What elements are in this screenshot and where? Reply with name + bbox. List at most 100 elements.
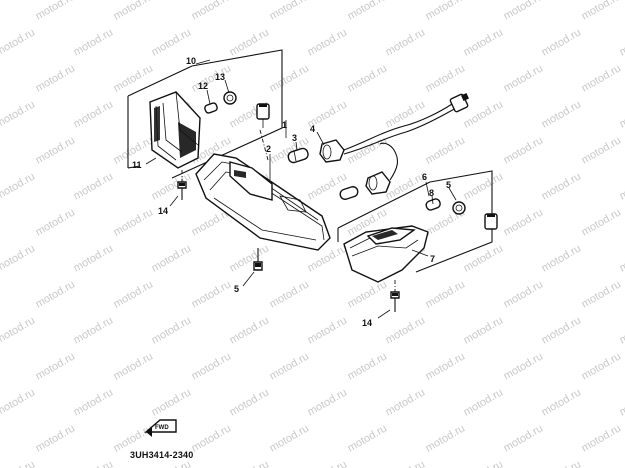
- watermark-text: motod.ru: [618, 26, 625, 58]
- watermark-text: motod.ru: [618, 98, 625, 130]
- watermark-text: motod.ru: [618, 242, 625, 274]
- watermark-text: motod.ru: [34, 350, 78, 382]
- watermark-text: motod.ru: [502, 350, 546, 382]
- watermark-text: motod.ru: [34, 278, 78, 310]
- watermark-text: motod.ru: [346, 278, 390, 310]
- watermark-text: motod.ru: [540, 386, 584, 418]
- watermark-text: motod.ru: [150, 26, 194, 58]
- watermark-text: motod.ru: [228, 314, 272, 346]
- watermark-text: motod.ru: [150, 242, 194, 274]
- watermark-text: motod.ru: [306, 26, 350, 58]
- watermark-text: motod.ru: [268, 62, 312, 94]
- watermark-text: motod.ru: [384, 26, 428, 58]
- watermark-text: motod.ru: [72, 26, 116, 58]
- watermark-text: motod.ru: [72, 314, 116, 346]
- watermark-text: motod.ru: [190, 278, 234, 310]
- bulb-8: [339, 186, 359, 200]
- watermark-text: motod.ru: [268, 422, 312, 454]
- watermark-text: motod.ru: [462, 458, 506, 468]
- watermark-text: motod.ru: [190, 422, 234, 454]
- watermark-text: motod.ru: [580, 62, 624, 94]
- screw-5: [253, 248, 263, 271]
- watermark-text: motod.ru: [190, 0, 234, 23]
- watermark-text: motod.ru: [72, 170, 116, 202]
- watermark-text: motod.ru: [540, 26, 584, 58]
- callout-3: 3: [292, 133, 297, 143]
- watermark-text: motod.ru: [228, 458, 272, 468]
- watermark-text: motod.ru: [618, 314, 625, 346]
- watermark-text: motod.ru: [268, 350, 312, 382]
- watermark-text: motod.ru: [346, 350, 390, 382]
- leader-lines: [145, 59, 457, 319]
- part-code: 3UH3414-2340: [130, 450, 193, 460]
- watermark-text: motod.ru: [0, 26, 37, 58]
- watermark-text: motod.ru: [384, 314, 428, 346]
- watermark-text: motod.ru: [34, 422, 78, 454]
- watermark-text: motod.ru: [502, 278, 546, 310]
- turn-signal-lens: [343, 225, 429, 283]
- watermark-text: motod.ru: [112, 206, 156, 238]
- watermark-text: motod.ru: [462, 314, 506, 346]
- watermark-text: motod.ru: [72, 242, 116, 274]
- watermark-text: motod.ru: [346, 134, 390, 166]
- watermark-text: motod.ru: [618, 458, 625, 468]
- watermark-text: motod.ru: [580, 206, 624, 238]
- watermark-text: motod.ru: [384, 386, 428, 418]
- bulb-8-lower: [425, 198, 441, 211]
- callout-11: 11: [132, 160, 142, 170]
- watermark-text: motod.ru: [424, 350, 468, 382]
- watermark-text: motod.ru: [540, 314, 584, 346]
- watermark-text: motod.ru: [462, 242, 506, 274]
- watermark-text: motod.ru: [502, 134, 546, 166]
- callout-1: 1: [282, 120, 287, 130]
- fwd-arrow-icon: FWD: [144, 419, 177, 437]
- watermark-text: motod.ru: [580, 422, 624, 454]
- watermark-text: motod.ru: [72, 458, 116, 468]
- watermark-text: motod.ru: [0, 386, 37, 418]
- watermark-text: motod.ru: [34, 62, 78, 94]
- socket-13: [223, 91, 237, 105]
- watermark-text: motod.ru: [462, 98, 506, 130]
- watermark-text: motod.ru: [424, 422, 468, 454]
- callout-14-upper: 14: [158, 206, 168, 216]
- callout-2: 2: [266, 144, 271, 154]
- watermark-text: motod.ru: [190, 62, 234, 94]
- watermark-text: motod.ru: [306, 314, 350, 346]
- watermark-text: motod.ru: [228, 26, 272, 58]
- watermark-text: motod.ru: [0, 242, 37, 274]
- watermark-text: motod.ru: [540, 170, 584, 202]
- watermark-text: motod.ru: [580, 278, 624, 310]
- watermark-text: motod.ru: [462, 26, 506, 58]
- bulb-12: [204, 102, 218, 114]
- watermark-text: motod.ru: [72, 98, 116, 130]
- watermark-text: motod.ru: [306, 458, 350, 468]
- callout-6: 6: [422, 172, 427, 182]
- watermark-text: motod.ru: [150, 314, 194, 346]
- fwd-label: FWD: [155, 425, 169, 431]
- callout-7: 7: [430, 254, 435, 264]
- watermark-text: motod.ru: [618, 170, 625, 202]
- watermark-text: motod.ru: [150, 386, 194, 418]
- watermark-text: motod.ru: [540, 98, 584, 130]
- watermark-text: motod.ru: [34, 0, 78, 23]
- watermark-text: motod.ru: [228, 242, 272, 274]
- watermark-text: motod.ru: [228, 386, 272, 418]
- watermark-text: motod.ru: [502, 62, 546, 94]
- watermark-text: motod.ru: [424, 0, 468, 23]
- watermark-text: motod.ru: [72, 386, 116, 418]
- watermark-text: motod.ru: [34, 206, 78, 238]
- harness-connector: [449, 93, 469, 113]
- watermark-text: motod.ru: [424, 278, 468, 310]
- watermark-text: motod.ru: [618, 386, 625, 418]
- connector-lower: [484, 213, 498, 230]
- socket-4: [319, 103, 457, 163]
- callout-5: 5: [234, 284, 239, 294]
- watermark-text: motod.ru: [34, 134, 78, 166]
- watermark-text: motod.ru: [580, 0, 624, 23]
- watermark-text: motod.ru: [190, 350, 234, 382]
- callout-12: 12: [198, 81, 208, 91]
- watermark-text: motod.ru: [306, 386, 350, 418]
- screw-14-lower: [390, 291, 400, 312]
- watermark-text: motod.ru: [462, 386, 506, 418]
- watermark-text: motod.ru: [112, 350, 156, 382]
